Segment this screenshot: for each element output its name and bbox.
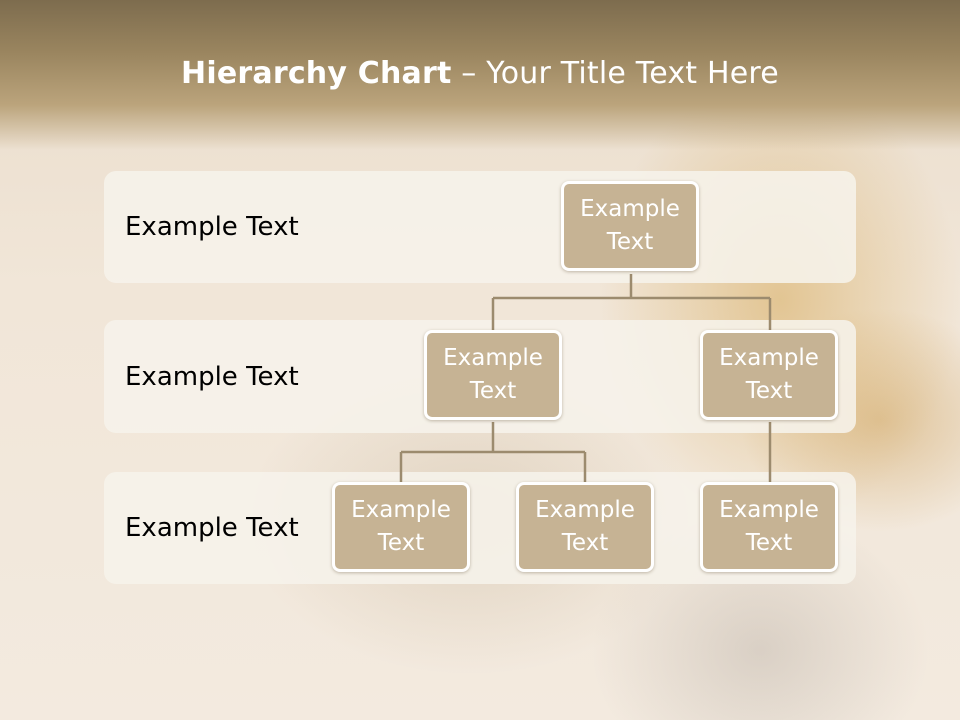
node-level3-left-line1: Example [351,497,451,523]
node-level2-right-line1: Example [719,345,819,371]
node-level3-right-line2: Text [745,530,793,556]
title-rest-part: – Your Title Text Here [451,56,779,91]
node-level2-left-line1: Example [443,345,543,371]
title-bar: Hierarchy Chart – Your Title Text Here [0,0,960,150]
slide-title: Hierarchy Chart – Your Title Text Here [0,56,960,91]
node-level3-right-line1: Example [719,497,819,523]
node-level3-middle-line2: Text [561,530,609,556]
node-level2-left-line2: Text [469,378,517,404]
node-level3-left-line2: Text [377,530,425,556]
title-bold-part: Hierarchy Chart [181,56,452,91]
node-level2-right-line2: Text [745,378,793,404]
level-2-label: Example Text [125,362,299,392]
level-3-label: Example Text [125,513,299,543]
node-root-line1: Example [580,196,680,222]
node-level3-middle-line1: Example [535,497,635,523]
level-band-1 [104,171,856,283]
level-1-label: Example Text [125,212,299,242]
node-root-line2: Text [606,229,654,255]
